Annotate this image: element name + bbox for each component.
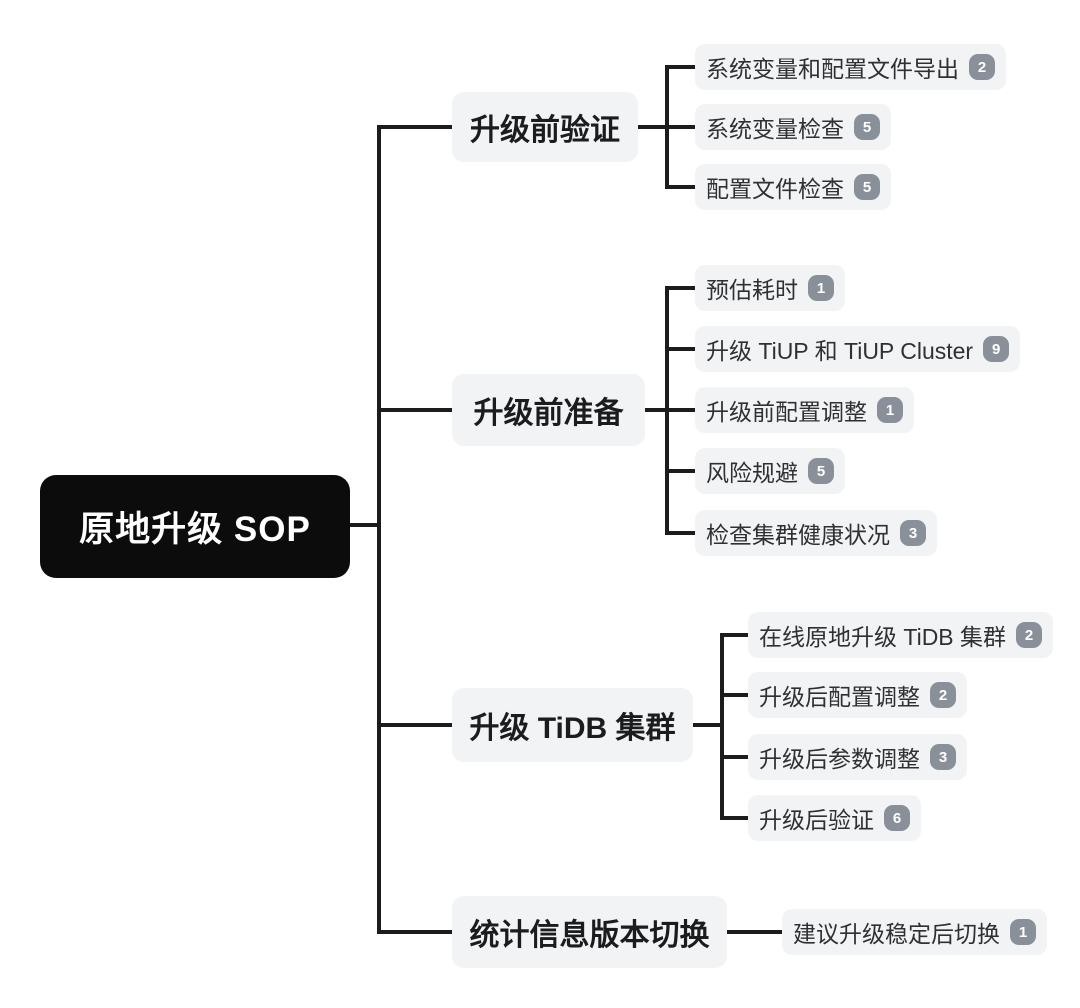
connector-line	[665, 286, 695, 290]
branch-node-label: 升级前验证	[470, 114, 620, 147]
count-badge: 3	[930, 744, 956, 770]
child-node[interactable]: 升级前配置调整 1	[695, 387, 914, 433]
child-node[interactable]: 升级后配置调整 2	[748, 672, 967, 718]
child-node-label: 预估耗时	[706, 277, 798, 303]
child-node[interactable]: 系统变量和配置文件导出 2	[695, 44, 1006, 90]
child-node-label: 系统变量检查	[706, 116, 844, 142]
child-node-label: 升级后配置调整	[759, 684, 920, 710]
branch-node-label: 统计信息版本切换	[469, 919, 710, 952]
child-node-label: 升级 TiUP 和 TiUP Cluster	[706, 338, 974, 364]
connector-line	[379, 930, 452, 934]
child-node[interactable]: 升级后验证 6	[748, 795, 921, 841]
connector-line	[693, 723, 724, 727]
connector-line	[665, 347, 695, 351]
connector-line	[350, 523, 381, 527]
connector-line	[665, 531, 695, 535]
connector-line	[720, 633, 748, 637]
connector-line	[645, 408, 669, 412]
branch-node-stats-version-switch[interactable]: 统计信息版本切换	[452, 896, 727, 968]
count-badge: 6	[884, 805, 910, 831]
count-badge: 3	[900, 520, 926, 546]
child-node-label: 系统变量和配置文件导出	[706, 56, 959, 82]
child-node[interactable]: 配置文件检查 5	[695, 164, 891, 210]
count-badge: 5	[854, 114, 880, 140]
count-badge: 2	[1016, 622, 1043, 648]
branch-node-label: 升级 TiDB 集群	[469, 712, 676, 745]
child-node[interactable]: 建议升级稳定后切换 1	[782, 909, 1047, 955]
trunk-line	[377, 125, 381, 934]
connector-line	[720, 816, 748, 820]
count-badge: 1	[1010, 919, 1036, 945]
child-node-label: 升级后参数调整	[759, 746, 920, 772]
connector-line	[720, 633, 724, 820]
child-node[interactable]: 升级后参数调整 3	[748, 734, 967, 780]
branch-node-pre-upgrade-verify[interactable]: 升级前验证	[452, 92, 638, 162]
count-badge: 5	[808, 458, 834, 484]
child-node-label: 配置文件检查	[706, 176, 844, 202]
connector-line	[720, 693, 748, 697]
branch-node-upgrade-tidb-cluster[interactable]: 升级 TiDB 集群	[452, 688, 693, 762]
count-badge: 1	[808, 275, 834, 301]
child-node[interactable]: 预估耗时 1	[695, 265, 845, 311]
root-node[interactable]: 原地升级 SOP	[40, 475, 350, 578]
count-badge: 5	[854, 174, 880, 200]
connector-line	[638, 125, 669, 129]
connector-line	[379, 723, 452, 727]
connector-line	[665, 408, 695, 412]
child-node[interactable]: 在线原地升级 TiDB 集群 2	[748, 612, 1054, 658]
connector-line	[379, 408, 452, 412]
child-node[interactable]: 系统变量检查 5	[695, 104, 891, 150]
connector-line	[720, 755, 748, 759]
child-node[interactable]: 升级 TiUP 和 TiUP Cluster 9	[695, 326, 1021, 372]
connector-line	[665, 185, 695, 189]
child-node-label: 升级前配置调整	[706, 399, 867, 425]
count-badge: 9	[983, 336, 1010, 362]
branch-node-label: 升级前准备	[473, 397, 624, 430]
child-node-label: 建议升级稳定后切换	[793, 921, 1000, 947]
child-node-label: 检查集群健康状况	[706, 522, 890, 548]
connector-line	[665, 65, 695, 69]
connector-line	[665, 469, 695, 473]
connector-line	[665, 125, 695, 129]
count-badge: 1	[877, 397, 903, 423]
child-node-label: 升级后验证	[759, 807, 874, 833]
child-node-label: 风险规避	[706, 460, 798, 486]
child-node[interactable]: 风险规避 5	[695, 448, 845, 494]
count-badge: 2	[969, 54, 995, 80]
child-node[interactable]: 检查集群健康状况 3	[695, 510, 937, 556]
count-badge: 2	[930, 682, 956, 708]
branch-node-pre-upgrade-prepare[interactable]: 升级前准备	[452, 374, 645, 446]
connector-line	[727, 930, 782, 934]
child-node-label: 在线原地升级 TiDB 集群	[759, 624, 1007, 650]
connector-line	[379, 125, 452, 129]
root-node-label: 原地升级 SOP	[79, 510, 311, 549]
